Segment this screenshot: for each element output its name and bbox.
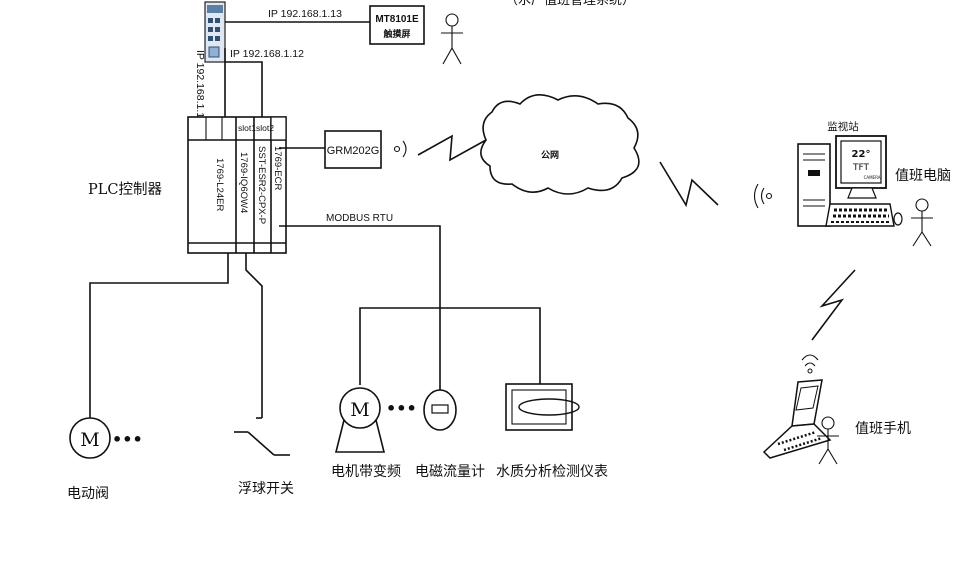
plc-rack [187,116,287,254]
wireless-signal-icon [393,140,407,158]
gprs-model: GRM202G [327,145,380,157]
lightning-icon-cloud [417,134,487,162]
plc-module-1: 1769-L24ER [214,158,225,211]
water-quality-analyzer-icon [505,383,580,431]
motor-ellipsis: ••• [386,399,417,418]
link-plc-valve [89,253,229,418]
top-caption: （水厂值班管理系统） [505,0,635,8]
analyzer-label: 水质分析检测仪表 [496,464,608,480]
hmi-model: MT8101E [375,14,419,25]
link-switch-plc-b [225,61,263,117]
motor-label: 电机带变频 [331,464,401,480]
hmi-touchscreen: MT8101E 触摸屏 [369,5,425,45]
phone-label: 值班手机 [855,421,911,437]
ip-label-hmi: IP 192.168.1.13 [268,8,342,20]
lightning-icon-phone [811,269,856,341]
cloud-label: 公网 [541,150,559,161]
plc-module-3: SST-ESR2-CPX-P [256,146,267,224]
operator-icon-top [441,13,463,65]
float-switch-label: 浮球开关 [238,481,294,497]
electric-valve [69,417,111,459]
gprs-modem: GRM202G [324,130,382,169]
screen-tft: TFT [852,163,870,173]
screen-temp: 22° [852,149,871,160]
hmi-sub: 触摸屏 [382,28,410,40]
link-plc-float-switch [245,253,263,418]
float-switch-icon [234,417,290,456]
plc-module-4: 1769-ECR [272,146,283,190]
ip-label-plc: IP 192.168.1.12 [230,48,304,60]
modbus-branch [359,307,541,385]
wireless-signal-icon-monitor [753,183,773,209]
mobile-phone-icon [762,354,832,459]
ip-label-vertical: IP 192.168.1.11 [194,50,206,123]
plc-module-2: 1769-IQ6OW4 [238,152,249,213]
motor-symbol: M [350,399,369,421]
plc-label: PLC控制器 [88,181,162,198]
plc-slot2: slot2 [256,123,274,133]
plc-slot1: slot1 [238,123,256,133]
operator-icon-computer [911,198,933,247]
operator-icon-phone [817,416,839,465]
valve-ellipsis: ••• [112,430,143,449]
modbus-label: MODBUS RTU [326,213,393,224]
lightning-icon-monitor [659,161,719,208]
computer-icon [797,135,903,227]
monitor-label: 值班电脑 [895,168,951,184]
flowmeter-icon [423,389,457,431]
flowmeter-label: 电磁流量计 [415,464,485,480]
valve-symbol: M [80,429,99,451]
public-network-cloud [480,94,640,195]
modbus-bus [279,225,441,392]
screen-small: CAMERA [864,175,881,180]
monitor-title: 监视站 [827,120,859,133]
ethernet-switch [204,1,226,63]
motor-icon [334,387,386,453]
valve-label: 电动阀 [67,486,109,502]
